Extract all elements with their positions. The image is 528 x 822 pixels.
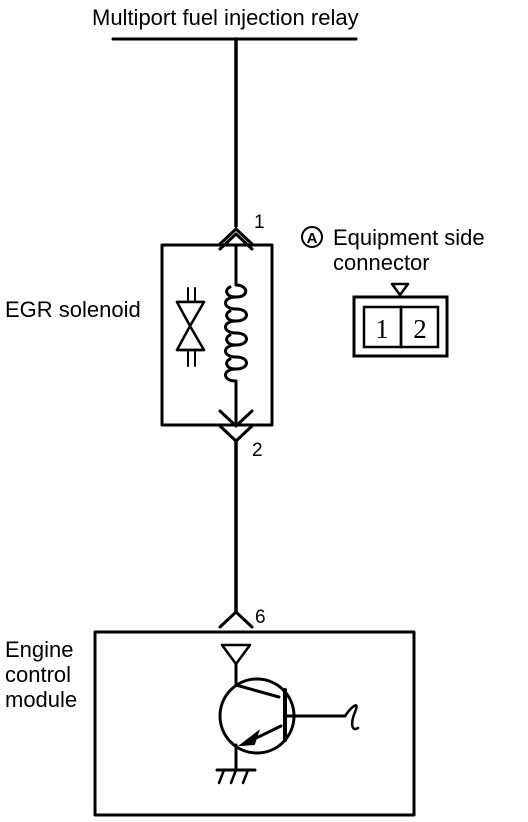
- ecm-label-line-1: Engine: [5, 637, 74, 662]
- connector-badge: A: [307, 230, 318, 247]
- egr-solenoid-box: [160, 243, 274, 427]
- ground-icon: [215, 768, 257, 785]
- diode-icon: [175, 287, 206, 367]
- solenoid-coil-icon: [224, 283, 248, 383]
- connector-label-line-1: Equipment side: [333, 225, 485, 250]
- signal-wave-icon: [343, 704, 360, 731]
- connector-pin-2: 2: [413, 314, 427, 344]
- relay-label: Multiport fuel injection relay: [92, 5, 359, 30]
- egr-solenoid-label: EGR solenoid: [5, 297, 141, 322]
- ecm-pin-6: 6: [255, 607, 266, 628]
- transistor-icon: [218, 677, 347, 772]
- ecm-box: [93, 630, 416, 817]
- equipment-connector-label: A Equipment side connector: [301, 225, 485, 275]
- connector-pin-1: 1: [375, 314, 389, 344]
- connector-label-line-2: connector: [333, 250, 430, 275]
- key-triangle-icon: [390, 282, 410, 297]
- connector-terminal-icon: [218, 610, 254, 629]
- solenoid-pin-1: 1: [254, 212, 265, 233]
- ecm-label-line-2: control: [5, 662, 71, 687]
- input-triangle-icon: [220, 643, 252, 666]
- solenoid-pin-2: 2: [252, 440, 263, 461]
- ecm-label-line-3: module: [5, 687, 77, 712]
- equipment-connector-icon: 1 2: [352, 282, 449, 358]
